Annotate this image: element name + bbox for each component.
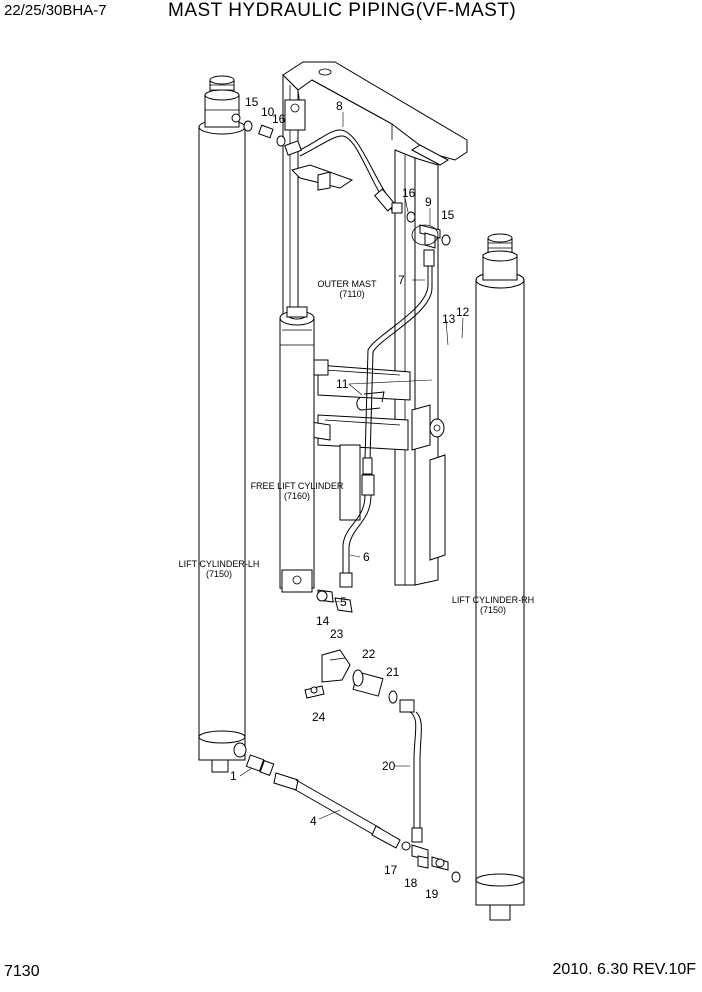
fittings-5-14	[316, 589, 353, 613]
hose-4	[245, 754, 411, 851]
label-outer-mast: OUTER MAST	[317, 279, 377, 289]
callout-5: 5	[340, 595, 347, 609]
label-lift-cylinder-rh-code: (7150)	[480, 605, 506, 615]
callout-15b: 15	[441, 208, 455, 222]
callout-19: 19	[425, 887, 439, 901]
clamp-and-connector-parts	[304, 649, 398, 704]
free-lift-cylinder	[279, 306, 315, 593]
callout-numbers: 15 10 16 8 16 9 15 7 13 12 11 6 5 14 23 …	[230, 95, 470, 901]
callout-15a: 15	[245, 95, 259, 109]
component-labels: OUTER MAST (7110) FREE LIFT CYLINDER (71…	[179, 279, 535, 615]
callout-17: 17	[384, 863, 398, 877]
callout-22: 22	[362, 647, 376, 661]
revision-date: 2010. 6.30 REV.10F	[552, 961, 696, 978]
lift-cylinder-lh	[198, 75, 247, 773]
callout-4: 4	[310, 814, 317, 828]
outer-mast-frame	[282, 61, 468, 586]
tee-fittings-bottom	[411, 844, 461, 883]
callout-20: 20	[382, 759, 396, 773]
callout-12: 12	[456, 305, 470, 319]
page-number: 7130	[4, 963, 40, 980]
callout-10: 10	[261, 105, 275, 119]
callout-23: 23	[330, 627, 344, 641]
label-lift-cylinder-rh: LIFT CYLINDER-RH	[452, 595, 534, 605]
callout-9: 9	[425, 195, 432, 209]
callout-7: 7	[398, 273, 405, 287]
label-free-lift-cylinder-code: (7160)	[284, 491, 310, 501]
hose-8	[284, 129, 403, 214]
callout-6: 6	[363, 550, 370, 564]
callout-24: 24	[312, 710, 326, 724]
pipe-7	[356, 249, 435, 475]
leader-lines	[239, 112, 464, 820]
model-number: 22/25/30BHA-7	[4, 2, 107, 19]
label-lift-cylinder-lh: LIFT CYLINDER-LH	[179, 559, 260, 569]
callout-1: 1	[230, 769, 237, 783]
top-fittings	[243, 120, 451, 249]
callout-13: 13	[442, 312, 456, 326]
label-free-lift-cylinder: FREE LIFT CYLINDER	[251, 481, 344, 491]
callout-8: 8	[336, 99, 343, 113]
hose-20	[399, 699, 423, 843]
hose-6	[339, 474, 375, 588]
callout-11: 11	[336, 377, 349, 391]
callout-16b: 16	[402, 186, 416, 200]
callout-21: 21	[386, 665, 400, 679]
callout-16a: 16	[272, 112, 286, 126]
lift-cylinder-rh	[475, 233, 525, 921]
label-lift-cylinder-lh-code: (7150)	[206, 569, 232, 579]
page-title: MAST HYDRAULIC PIPING(VF-MAST)	[168, 0, 517, 21]
label-outer-mast-code: (7110)	[339, 289, 364, 299]
callout-18: 18	[404, 876, 418, 890]
callout-14: 14	[316, 614, 330, 628]
